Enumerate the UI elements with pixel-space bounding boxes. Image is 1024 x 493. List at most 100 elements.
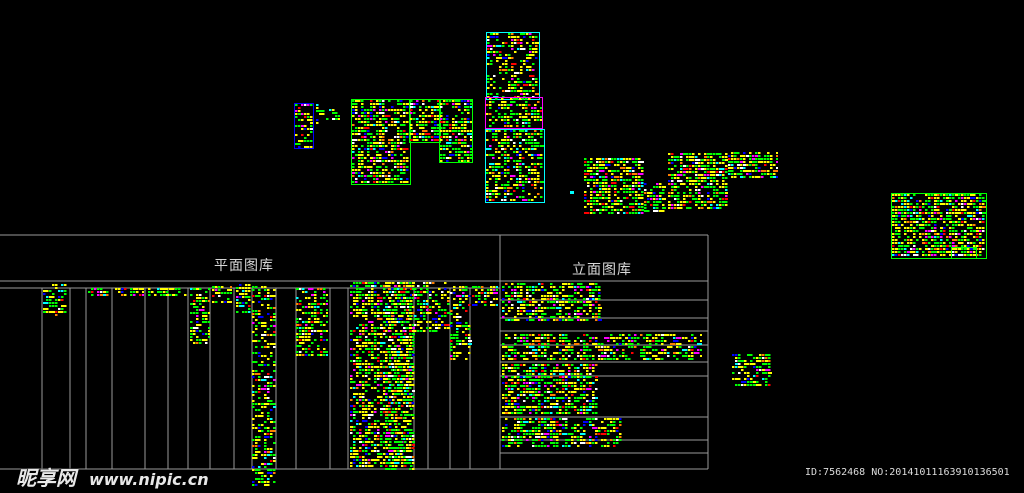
cad-entity [426,312,432,314]
cad-block-cluster[interactable] [414,282,450,332]
cad-entity [589,289,592,291]
cad-entity [952,194,955,196]
cad-entity [302,342,305,344]
cad-entity [501,172,504,174]
cad-entity [496,57,502,59]
cad-block-cluster[interactable] [502,334,702,360]
cad-entity [547,418,553,420]
cad-entity [568,286,574,288]
cad-entity [359,459,362,461]
cad-entity [755,164,758,166]
cad-block-cluster[interactable] [502,418,622,447]
cad-entity [443,127,446,129]
cad-entity [434,139,440,141]
cad-entity [258,376,261,378]
cad-entity [707,177,710,179]
cad-entity [371,327,374,329]
cad-entity [412,456,415,458]
cad-entity [377,342,383,344]
cad-block-cluster[interactable] [88,288,109,296]
cad-entity [961,203,964,205]
cad-block-cluster[interactable] [439,99,473,163]
cad-entity [385,127,388,129]
cad-entity [255,373,261,375]
cad-entity [353,354,356,356]
cad-block-cluster[interactable] [115,288,144,296]
cad-block-cluster[interactable] [891,193,987,259]
cad-block-cluster[interactable] [316,104,325,124]
cad-entity [752,155,755,157]
cad-block-cluster[interactable] [190,288,210,344]
cad-entity [691,334,694,336]
cad-entity [565,295,571,297]
cad-block-cluster[interactable] [584,158,644,214]
cad-entity [516,151,519,153]
cad-entity [406,438,409,440]
cad-block-cluster[interactable] [409,99,441,143]
cad-entity [550,340,556,342]
cad-entity [383,321,389,323]
cad-block-cluster[interactable] [486,32,540,100]
cad-block-cluster[interactable] [502,283,602,321]
cad-entity [358,130,361,132]
cad-entity [311,330,314,332]
cad-entity [931,197,934,199]
cad-entity [667,355,670,357]
cad-block-cluster[interactable] [326,109,340,120]
cad-block-cluster[interactable] [502,364,598,414]
cad-entity [356,459,359,461]
cad-entity [273,364,276,366]
cad-block-cluster[interactable] [236,284,251,313]
cad-block-cluster[interactable] [294,103,314,149]
cad-entity [532,400,535,402]
cad-entity [314,318,317,320]
cad-entity [412,441,415,443]
cad-block-cluster[interactable] [43,284,67,316]
cad-entity [529,54,535,56]
cad-block-cluster[interactable] [351,99,411,185]
cad-entity [320,288,323,290]
cad-block-cluster[interactable] [385,282,415,470]
cad-entity [640,355,646,357]
cad-entity [731,176,734,178]
cad-entity [412,405,415,407]
cad-block-cluster[interactable] [450,286,472,360]
cad-entity [626,161,629,163]
cad-entity [590,200,593,202]
cad-block-cluster[interactable] [212,286,232,303]
cad-entity [452,142,458,144]
cad-entity [544,319,547,321]
cad-entity [412,297,415,299]
cad-entity [190,294,193,296]
cad-block-cluster[interactable] [148,288,187,296]
cad-block-cluster[interactable] [951,247,977,259]
cad-entity [429,330,432,332]
cad-entity [394,285,397,287]
cad-entity [359,381,362,383]
cad-block-cluster[interactable] [472,286,498,306]
cad-block-cluster[interactable] [728,152,778,178]
cad-entity [683,174,686,176]
cad-entity [764,158,767,160]
cad-block-cluster[interactable] [668,153,728,209]
cad-entity [419,121,422,123]
cad-block-cluster[interactable] [485,129,545,203]
cad-block-clusters[interactable] [43,32,987,487]
cad-entity [461,157,464,159]
cad-block-cluster[interactable] [296,288,328,356]
cad-block-cluster[interactable] [644,183,666,212]
cad-entity [973,203,976,205]
cad-entity [692,162,695,164]
cad-entity [710,177,713,179]
cad-entity [398,402,401,404]
cad-entity [931,245,937,247]
cad-block-cluster[interactable] [252,286,276,486]
cad-entity [401,426,407,428]
cad-entity [644,207,647,209]
cad-entity [937,236,940,238]
cad-entity [979,206,985,208]
cad-block-cluster[interactable] [485,97,543,129]
cad-entity [689,195,692,197]
cad-entity [267,289,270,291]
